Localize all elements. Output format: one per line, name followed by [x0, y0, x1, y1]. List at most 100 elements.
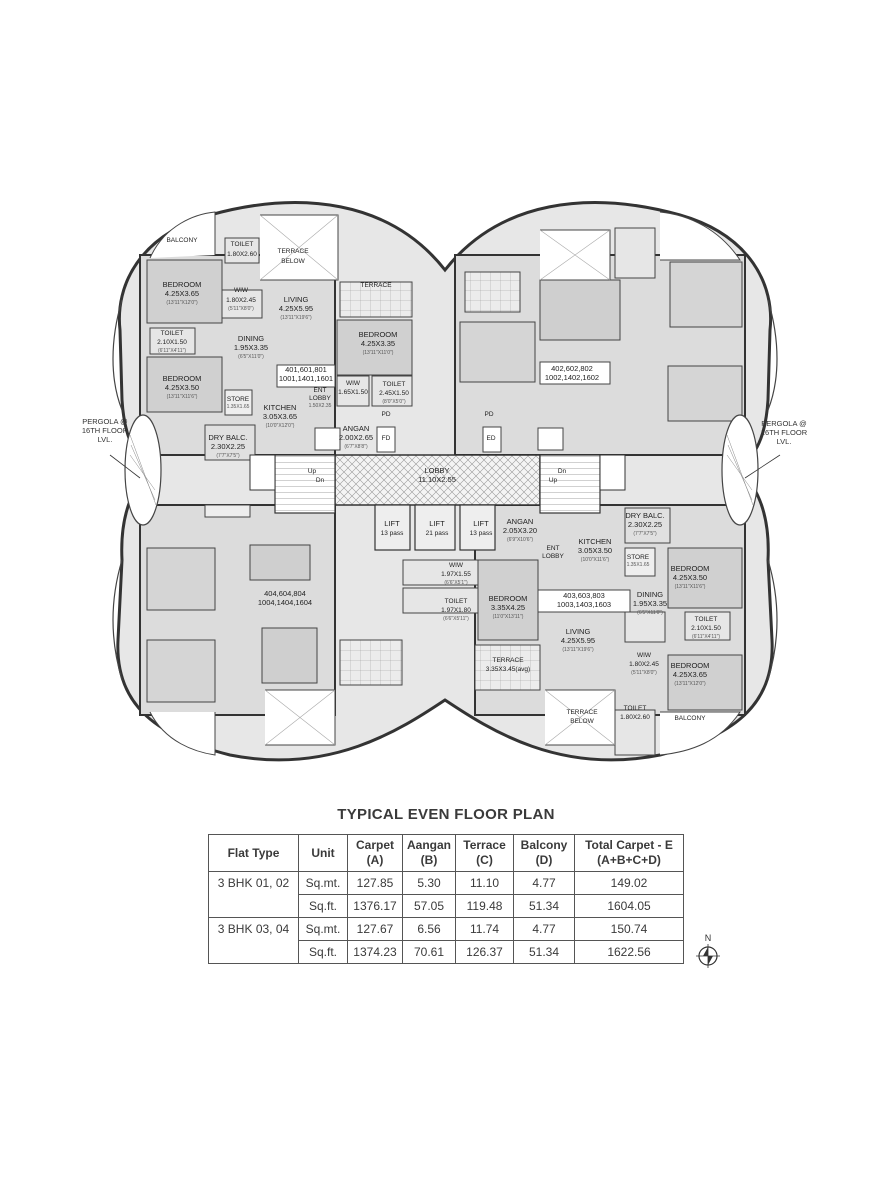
- total-cell: 1604.05: [574, 894, 685, 918]
- stair-dn-west: Dn: [316, 477, 325, 484]
- pergola-west-label-2: 16TH FLOOR: [82, 426, 129, 435]
- lift-2-label: LIFT: [429, 519, 445, 528]
- living-ft-se: (13'11"X19'6"): [562, 647, 594, 653]
- angan-dim-nw: 2.00X2.65: [339, 433, 373, 442]
- terrace-cell: 119.48: [455, 894, 515, 918]
- col-header-terrace: Terrace(C): [455, 834, 515, 872]
- pd-label-nw: PD: [381, 411, 390, 418]
- toilet3-ft-nw: (8'0"X5'0"): [382, 399, 406, 405]
- col-header-carpet-key: (A): [366, 853, 384, 867]
- toilet2-ft-nw: (6'11"X4'11"): [158, 348, 186, 354]
- toilet3-dim-nw: 2.45X1.50: [379, 390, 409, 397]
- col-header-total-key: (A+B+C+D): [597, 853, 661, 867]
- bedroom-dim-nw3: 4.25X3.35: [361, 339, 395, 348]
- angan-dim-se: 2.05X3.20: [503, 526, 537, 535]
- aangan-cell: 70.61: [401, 940, 457, 964]
- unit-block-se: [402, 504, 746, 756]
- unit-block-nw: [139, 214, 413, 461]
- bedroom-ft-nw3: (13'11"X11'0"): [363, 350, 394, 356]
- terrace-cell: 11.74: [455, 917, 515, 941]
- lobby-label: LOBBY: [424, 466, 449, 475]
- living-label-nw: LIVING: [284, 295, 309, 304]
- col-header-total-name: Total Carpet - E: [585, 838, 673, 852]
- flat-type-cell: [208, 894, 299, 918]
- bedroom-ft-se2: (13'11"X12'0"): [674, 681, 706, 687]
- floor-plan-drawing: PERGOLA @ 16TH FLOOR LVL. PERGOLA @ 16TH…: [82, 201, 808, 762]
- terrace-cell: 11.10: [455, 871, 515, 895]
- total-cell: 149.02: [574, 871, 685, 895]
- col-header-balcony: Balcony(D): [513, 834, 576, 872]
- terrace-cell: 126.37: [455, 940, 515, 964]
- area-statement-table: Flat Type Unit Carpet(A) Aangan(B) Terra…: [208, 834, 685, 964]
- total-cell: 1622.56: [574, 940, 685, 964]
- dry-balc-ft-se: (7'7"X7'5"): [633, 531, 657, 537]
- balcony-cell: 4.77: [513, 917, 576, 941]
- toilet2-label-nw: TOILET: [161, 330, 184, 337]
- bedroom-label-se2: BEDROOM: [671, 661, 710, 670]
- stair-dn-east: Dn: [558, 468, 567, 475]
- terrace-below-label-se-2: BELOW: [570, 718, 594, 725]
- lobby-dim: 11.10X2.55: [418, 475, 456, 484]
- wiw-dim-se: 1.80X2.45: [629, 661, 659, 668]
- north-arrow-icon: N: [696, 933, 720, 968]
- toilet-dim-s: 1.97X1.80: [441, 607, 471, 614]
- stair-up-west: Up: [308, 468, 317, 475]
- pergola-east-label-2: 16TH FLOOR: [761, 428, 808, 437]
- living-ft-nw: (13'11"X19'6"): [280, 315, 312, 321]
- lift-1-label: LIFT: [384, 519, 400, 528]
- wiw-label-nw: WIW: [234, 287, 249, 294]
- flat-no-sw-b: 1004,1404,1604: [258, 598, 312, 607]
- toilet-label-se2: TOILET: [695, 616, 718, 623]
- lift-2-pass: 21 pass: [426, 530, 450, 537]
- angan-label-se: ANGAN: [507, 517, 534, 526]
- bedroom-ft-se1: (13'11"X11'6"): [675, 584, 706, 590]
- wiw2-dim-nw: 1.65X1.50: [338, 389, 368, 396]
- store-label-se: STORE: [627, 554, 650, 561]
- total-cell: 150.74: [574, 917, 685, 941]
- col-header-terrace-name: Terrace: [463, 838, 506, 852]
- table-row: 3 BHK 03, 04 Sq.mt. 127.67 6.56 11.74 4.…: [208, 917, 685, 941]
- wiw2-label-nw: WIW: [346, 380, 361, 387]
- toilet-ft-se2: (6'11"X4'11"): [692, 634, 720, 640]
- dry-balc-label-se: DRY BALC.: [625, 511, 664, 520]
- balcony-cell: 51.34: [513, 940, 576, 964]
- dry-balc-ft-nw: (7'7"X7'5"): [216, 453, 240, 459]
- stair-up-east: Up: [549, 477, 558, 484]
- flat-no-nw-a: 401,601,801: [285, 365, 327, 374]
- carpet-cell: 127.67: [347, 917, 403, 941]
- angan-label-nw: ANGAN: [343, 424, 370, 433]
- table-row: Sq.ft. 1374.23 70.61 126.37 51.34 1622.5…: [208, 940, 685, 964]
- bedroom-label-s: BEDROOM: [489, 594, 528, 603]
- col-header-terrace-key: (C): [476, 853, 493, 867]
- flat-type-cell: 3 BHK 03, 04: [208, 917, 299, 941]
- unit-block-sw: [139, 504, 403, 746]
- table-row: Sq.ft. 1376.17 57.05 119.48 51.34 1604.0…: [208, 894, 685, 918]
- col-header-unit: Unit: [298, 834, 348, 872]
- terrace-label-nw: TERRACE: [360, 282, 392, 289]
- balcony-label-se: BALCONY: [674, 715, 706, 722]
- flat-no-se-a: 403,603,803: [563, 591, 605, 600]
- bedroom-dim-s: 3.35X4.25: [491, 603, 525, 612]
- carpet-cell: 1376.17: [347, 894, 403, 918]
- col-header-flat-type: Flat Type: [208, 834, 299, 872]
- unit-cell: Sq.ft.: [298, 894, 348, 918]
- col-header-balcony-name: Balcony: [520, 838, 568, 852]
- pergola-east: [721, 414, 781, 526]
- dry-balc-dim-nw: 2.30X2.25: [211, 442, 245, 451]
- balcony-cell: 4.77: [513, 871, 576, 895]
- toilet-label-s: TOILET: [445, 598, 468, 605]
- pd-label-ne: PD: [484, 411, 493, 418]
- living-dim-se: 4.25X5.95: [561, 636, 595, 645]
- flat-no-se-b: 1003,1403,1603: [557, 600, 611, 609]
- bedroom-dim-nw2: 4.25X3.50: [165, 383, 199, 392]
- balcony-cell: 51.34: [513, 894, 576, 918]
- toilet3-label-nw: TOILET: [383, 381, 406, 388]
- angan-ft-nw: (6'7"X8'8"): [344, 444, 368, 450]
- dry-balc-label-nw: DRY BALC.: [208, 433, 247, 442]
- kitchen-ft-nw: (10'0"X12'0"): [266, 423, 295, 429]
- lift-3-label: LIFT: [473, 519, 489, 528]
- flat-type-cell: [208, 940, 299, 964]
- carpet-cell: 1374.23: [347, 940, 403, 964]
- toilet2-dim-nw: 2.10X1.50: [157, 339, 187, 346]
- col-header-aangan-name: Aangan: [407, 838, 452, 852]
